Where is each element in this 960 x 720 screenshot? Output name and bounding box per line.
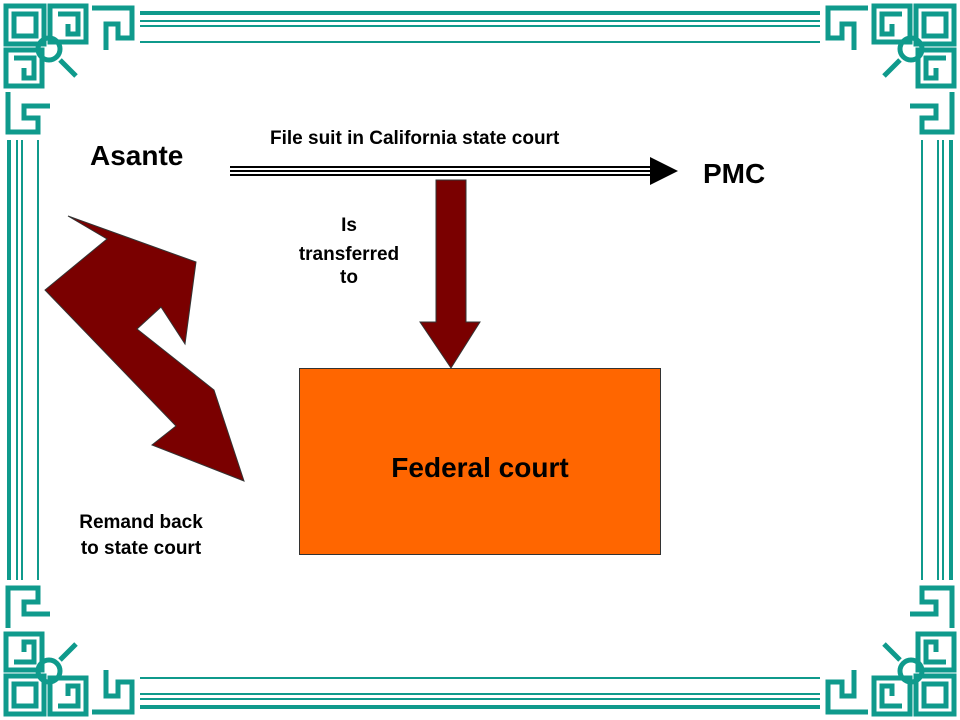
corner-ornament-top-left [0, 0, 140, 140]
party-pmc-label: PMC [703, 158, 766, 189]
transfer-label: Is transferred to [284, 208, 414, 290]
remand-label-line-2: to state court [80, 537, 202, 559]
federal-court-box: Federal court [299, 368, 661, 555]
remand-label: Remand back to state court [56, 510, 226, 561]
decorative-border [7, 11, 953, 709]
transfer-label-line-1: Is [341, 215, 357, 236]
remand-label-line-1: Remand back [79, 512, 203, 533]
federal-court-label: Federal court [391, 451, 569, 483]
remand-arrow [44, 215, 245, 482]
transfer-label-line-2: transferred to [298, 244, 400, 288]
file-suit-label: File suit in California state court [270, 128, 560, 149]
transfer-arrow [419, 179, 481, 369]
corner-ornament-bottom-left [0, 580, 140, 720]
corner-ornament-top-right [820, 0, 960, 140]
corner-ornament-bottom-right [820, 580, 960, 720]
party-asante-label: Asante [90, 140, 184, 171]
suit-arrow [230, 157, 678, 185]
